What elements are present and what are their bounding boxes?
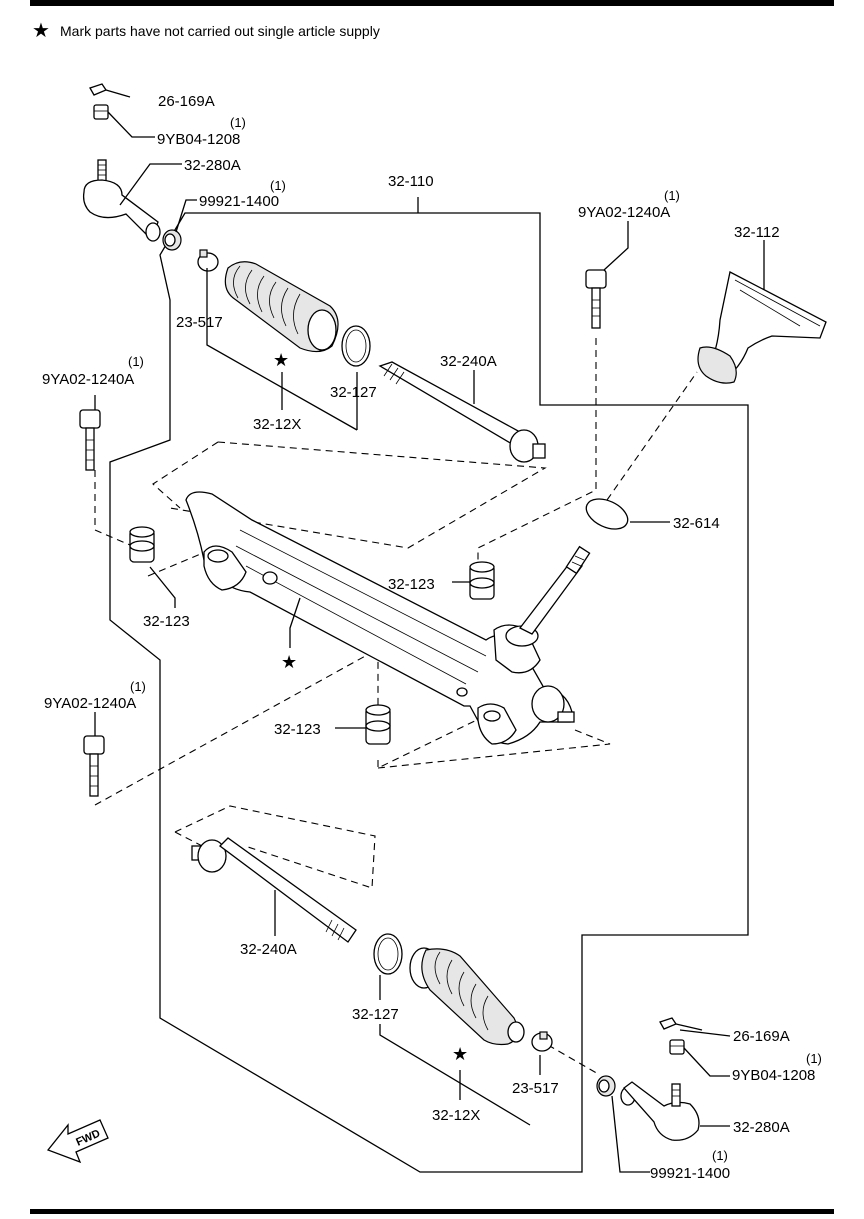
clamp-bottom bbox=[531, 1031, 553, 1052]
boot-top bbox=[224, 261, 339, 353]
label-32-127-top: 32-127 bbox=[330, 384, 377, 401]
boot-bottom bbox=[409, 947, 525, 1046]
tie-rod-top bbox=[378, 361, 546, 463]
label-32-280a-top: 32-280A bbox=[184, 157, 241, 174]
qty-99921-top: (1) bbox=[270, 178, 286, 193]
label-32-123-bottom: 32-123 bbox=[274, 721, 321, 738]
cotter-pin-top bbox=[89, 83, 131, 98]
bushing-right bbox=[469, 561, 495, 600]
label-26-169a-top: 26-169A bbox=[158, 93, 215, 110]
label-leaders bbox=[94, 111, 765, 1173]
star-rack: ★ bbox=[281, 652, 297, 672]
label-23-517-bottom: 23-517 bbox=[512, 1080, 559, 1097]
castle-nut-top bbox=[93, 104, 109, 120]
qty-9yb04-top: (1) bbox=[230, 115, 246, 130]
tie-rod-end-top bbox=[82, 159, 161, 242]
label-9ya02-r: 9YA02-1240A bbox=[578, 204, 670, 221]
qty-9yb04-bottom: (1) bbox=[806, 1051, 822, 1066]
star-boot-bottom: ★ bbox=[452, 1044, 468, 1064]
label-32-112: 32-112 bbox=[734, 224, 780, 241]
header-note: Mark parts have not carried out single a… bbox=[60, 23, 380, 39]
cotter-pin-bottom bbox=[659, 1017, 703, 1031]
label-99921-bottom: 99921-1400 bbox=[650, 1165, 730, 1182]
top-border bbox=[30, 0, 834, 6]
bolt-right bbox=[585, 269, 607, 329]
steering-shaft-boot bbox=[697, 271, 827, 384]
part-labels: 26-169A (1) 9YB04-1208 32-280A 32-110 (1… bbox=[42, 93, 822, 1182]
label-9ya02-l: 9YA02-1240A bbox=[42, 371, 134, 388]
steering-rack-housing bbox=[185, 491, 591, 745]
bolt-bottom bbox=[83, 735, 105, 797]
castle-nut-bottom bbox=[669, 1039, 685, 1055]
bottom-border bbox=[30, 1209, 834, 1214]
label-32-240a-top: 32-240A bbox=[440, 353, 497, 370]
note-star: ★ bbox=[32, 20, 50, 42]
label-32-110: 32-110 bbox=[388, 173, 434, 190]
label-9yb04-bottom: 9YB04-1208 bbox=[732, 1067, 815, 1084]
label-32-12x-top: 32-12X bbox=[253, 416, 301, 433]
assembly-outline bbox=[109, 197, 749, 1173]
qty-99921-bottom: (1) bbox=[712, 1148, 728, 1163]
label-23-517-top: 23-517 bbox=[176, 314, 223, 331]
label-32-280a-bottom: 32-280A bbox=[733, 1119, 790, 1136]
label-32-12x-bottom: 32-12X bbox=[432, 1107, 480, 1124]
bushing-bottom bbox=[365, 704, 391, 745]
label-26-169a-bottom: 26-169A bbox=[733, 1028, 790, 1045]
label-32-127-bottom: 32-127 bbox=[352, 1006, 399, 1023]
boot-band-bottom bbox=[373, 933, 403, 975]
lock-nut-top bbox=[162, 229, 182, 251]
tie-rod-bottom bbox=[191, 837, 357, 943]
boot-band-top bbox=[341, 325, 371, 367]
label-32-123-right: 32-123 bbox=[388, 576, 435, 593]
qty-9ya02-b: (1) bbox=[130, 679, 146, 694]
label-9yb04-top: 9YB04-1208 bbox=[157, 131, 240, 148]
label-99921-top: 99921-1400 bbox=[199, 193, 279, 210]
label-32-614: 32-614 bbox=[673, 515, 720, 532]
bolt-left bbox=[79, 409, 101, 471]
label-32-123-left: 32-123 bbox=[143, 613, 190, 630]
label-9ya02-b: 9YA02-1240A bbox=[44, 695, 136, 712]
lock-nut-bottom bbox=[596, 1075, 616, 1097]
bushing-left bbox=[129, 526, 155, 563]
o-ring bbox=[585, 498, 629, 530]
tie-rod-end-bottom bbox=[620, 1081, 700, 1141]
qty-9ya02-r: (1) bbox=[664, 188, 680, 203]
fwd-arrow-icon: FWD bbox=[46, 1119, 109, 1164]
clamp-top bbox=[197, 249, 219, 272]
label-32-240a-bottom: 32-240A bbox=[240, 941, 297, 958]
qty-9ya02-l: (1) bbox=[128, 354, 144, 369]
star-boot-top: ★ bbox=[273, 350, 289, 370]
